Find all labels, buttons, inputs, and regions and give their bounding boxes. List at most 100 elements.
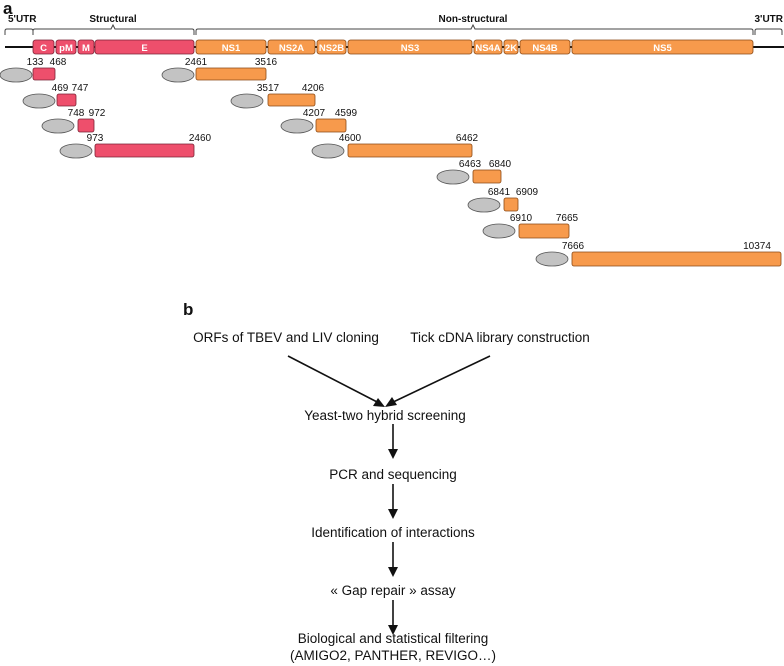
construct-ns3-end: 6462 [456, 133, 479, 144]
genome-segment-ns5: NS5 [571, 39, 754, 55]
genome-segment-ns3-label: NS3 [401, 43, 419, 54]
constructs: 133 468 469 747 748 972 973 2460 [0, 57, 782, 267]
structural-brace [32, 23, 195, 35]
construct-ns5-end: 10374 [743, 241, 771, 252]
construct-ns4b-end: 7665 [556, 213, 579, 224]
construct-pm-end: 747 [72, 83, 89, 94]
step-y2h-screening: Yeast-two hybrid screening [304, 408, 466, 423]
construct-ns4a-start: 6463 [459, 159, 482, 170]
panel-a: a 5'UTR Structural Non-structural 3'UTR … [0, 0, 784, 267]
genome-segment-ns4b-label: NS4B [532, 43, 557, 54]
genome-segment-ns4a: NS4A [473, 39, 503, 55]
structural-label: Structural [89, 14, 136, 25]
genome-segment-m-label: M [82, 43, 90, 54]
genome-segment-m-box [77, 39, 95, 55]
flow-arrows [287, 355, 491, 628]
genome-segment-ns5-label: NS5 [653, 43, 672, 54]
genome-segment-2k-box [503, 39, 519, 55]
construct-ns2a-bar [267, 93, 316, 107]
construct-ns2b-bar [315, 118, 347, 133]
construct-ns4b: 6910 7665 [482, 213, 579, 239]
utr3-brace [754, 28, 783, 35]
construct-c-bar [32, 67, 56, 81]
construct-m-oval [41, 118, 75, 134]
construct-pm: 469 747 [22, 83, 89, 109]
genome-segment-pm-box [55, 39, 77, 55]
arrowhead-gap-repair [388, 567, 398, 577]
construct-ns4a-end: 6840 [489, 159, 512, 170]
construct-2k-start: 6841 [488, 187, 511, 198]
construct-ns2a-oval [230, 93, 264, 109]
genome-segment-ns1: NS1 [195, 39, 267, 55]
construct-c-start: 133 [27, 57, 44, 68]
construct-ns1-oval [161, 67, 195, 83]
genome-segment-ns2b-label: NS2B [319, 43, 344, 54]
genome-segments: C pM M E NS1 NS2A [32, 39, 754, 55]
step-gap-repair: « Gap repair » assay [330, 583, 456, 598]
utr5-brace [4, 28, 34, 35]
genome-segment-c: C [32, 39, 55, 55]
genome-segment-ns2a-box [267, 39, 316, 55]
construct-ns4b-start: 6910 [510, 213, 533, 224]
construct-ns3-oval [311, 143, 345, 159]
genome-segment-ns1-label: NS1 [222, 43, 241, 54]
construct-ns1: 2461 3516 [161, 57, 278, 83]
construct-2k-bar [503, 197, 519, 212]
construct-e-start: 973 [87, 133, 104, 144]
construct-ns4a-bar [472, 169, 502, 184]
genome-segment-pm-label: pM [59, 43, 73, 54]
genome-segment-ns2a-label: NS2A [279, 43, 304, 54]
arrowhead-identification [388, 509, 398, 519]
arrowhead-pcr [388, 449, 398, 459]
construct-c: 133 468 [0, 57, 67, 83]
construct-e-oval [59, 143, 93, 159]
construct-e: 973 2460 [59, 133, 212, 159]
utr5-label: 5'UTR [8, 14, 37, 25]
construct-ns5-bar [571, 251, 782, 267]
construct-ns5: 7666 10374 [535, 241, 782, 267]
genome-segment-ns5-box [571, 39, 754, 55]
panel-b: b ORFs of TBEV and LIV cloning Tick cDNA… [183, 300, 590, 663]
arrow-right-to-screen [388, 355, 491, 405]
construct-m-start: 748 [68, 108, 85, 119]
genome-segment-e: E [94, 39, 195, 55]
construct-ns2a: 3517 4206 [230, 83, 325, 109]
construct-ns1-start: 2461 [185, 57, 208, 68]
construct-c-end: 468 [50, 57, 67, 68]
arrowhead-filtering [388, 625, 398, 635]
genome-segment-c-box [32, 39, 55, 55]
arrowhead-right [385, 397, 397, 407]
genome-segment-pm: pM [55, 39, 77, 55]
construct-pm-start: 469 [52, 83, 69, 94]
construct-ns2b: 4207 4599 [280, 108, 358, 134]
genome-segment-2k: 2K [503, 39, 519, 55]
construct-ns5-start: 7666 [562, 241, 585, 252]
construct-2k-end: 6909 [516, 187, 539, 198]
genome-segment-ns4a-box [473, 39, 503, 55]
construct-e-bar [94, 143, 195, 158]
region-braces [4, 23, 783, 35]
left-input-label: ORFs of TBEV and LIV cloning [193, 330, 379, 345]
genome-segment-c-label: C [40, 43, 47, 54]
genome-segment-ns4b: NS4B [519, 39, 571, 55]
construct-ns4b-oval [482, 223, 516, 239]
construct-m-bar [77, 118, 95, 133]
step-filtering-tools: (AMIGO2, PANTHER, REVIGO…) [290, 648, 496, 663]
panel-a-letter: a [3, 0, 13, 18]
construct-m-end: 972 [89, 108, 106, 119]
genome-segment-ns4a-label: NS4A [475, 43, 500, 54]
step-pcr-sequencing: PCR and sequencing [329, 467, 457, 482]
construct-pm-oval [22, 93, 56, 109]
construct-ns1-bar [195, 67, 267, 81]
construct-ns4a: 6463 6840 [436, 159, 512, 185]
construct-e-end: 2460 [189, 133, 212, 144]
construct-ns2b-start: 4207 [303, 108, 326, 119]
step-identification: Identification of interactions [311, 525, 475, 540]
genome-segment-e-label: E [141, 43, 147, 54]
construct-ns2a-end: 4206 [302, 83, 325, 94]
construct-ns4a-oval [436, 169, 470, 185]
construct-c-oval [0, 67, 33, 83]
genome-segment-ns2b: NS2B [316, 39, 347, 55]
genome-segment-ns2b-box [316, 39, 347, 55]
